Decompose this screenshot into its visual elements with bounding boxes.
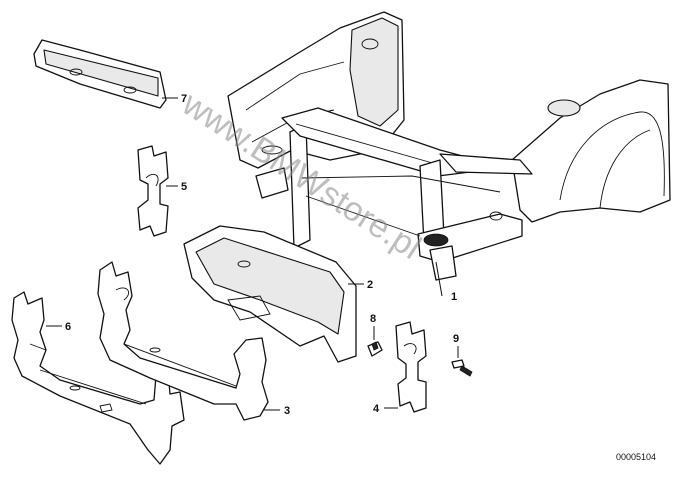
- callout-3: 3: [284, 405, 290, 417]
- left-side-bracket: [137, 145, 169, 237]
- air-duct: [183, 225, 357, 363]
- callout-5: 5: [181, 181, 187, 193]
- middle-lower-carrier: [97, 261, 269, 421]
- callout-1: 1: [451, 291, 457, 303]
- screw-part-9: [451, 359, 473, 377]
- callout-2: 2: [367, 279, 373, 291]
- upper-panel: [33, 39, 167, 109]
- callout-8: 8: [370, 313, 376, 325]
- callout-9: 9: [453, 333, 459, 345]
- left-lower-carrier: [11, 291, 185, 465]
- leader-lines: [46, 97, 459, 411]
- front-body-frame: [227, 11, 671, 281]
- bolt-part-8: [367, 341, 383, 357]
- right-side-bracket: [395, 321, 427, 413]
- callout-4: 4: [373, 403, 380, 415]
- callout-7: 7: [181, 93, 187, 105]
- callout-6: 6: [65, 321, 71, 333]
- diagram-code: 00005104: [616, 452, 656, 462]
